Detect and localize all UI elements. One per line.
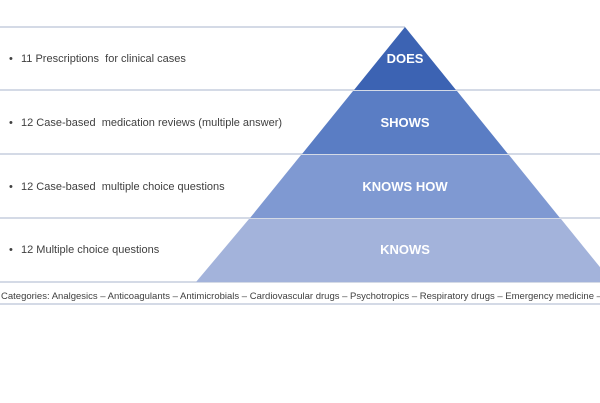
row-description-knows-how: 12 Case-based multiple choice questions: [21, 181, 225, 193]
categories-text: Categories: Analgesics – Anticoagulants …: [1, 291, 600, 302]
pyramid-tier-knows: [196, 219, 600, 282]
pyramid-tier-does: [354, 27, 456, 90]
row-description-does: 11 Prescriptions for clinical cases: [21, 53, 186, 65]
bullet-icon: •: [9, 117, 13, 129]
level-label-shows: SHOWS: [380, 115, 429, 130]
bullet-icon: •: [9, 53, 13, 65]
level-label-knows: KNOWS: [380, 242, 430, 257]
row-description-knows: 12 Multiple choice questions: [21, 244, 160, 256]
row-description-shows: 12 Case-based medication reviews (multip…: [21, 117, 282, 129]
level-label-knows-how: KNOWS HOW: [362, 179, 448, 194]
bullet-icon: •: [9, 181, 13, 193]
pyramid-tier-knows-how: [250, 155, 560, 218]
bullet-icon: •: [9, 244, 13, 256]
pyramid-tier-shows: [302, 91, 508, 154]
level-label-does: DOES: [387, 51, 424, 66]
